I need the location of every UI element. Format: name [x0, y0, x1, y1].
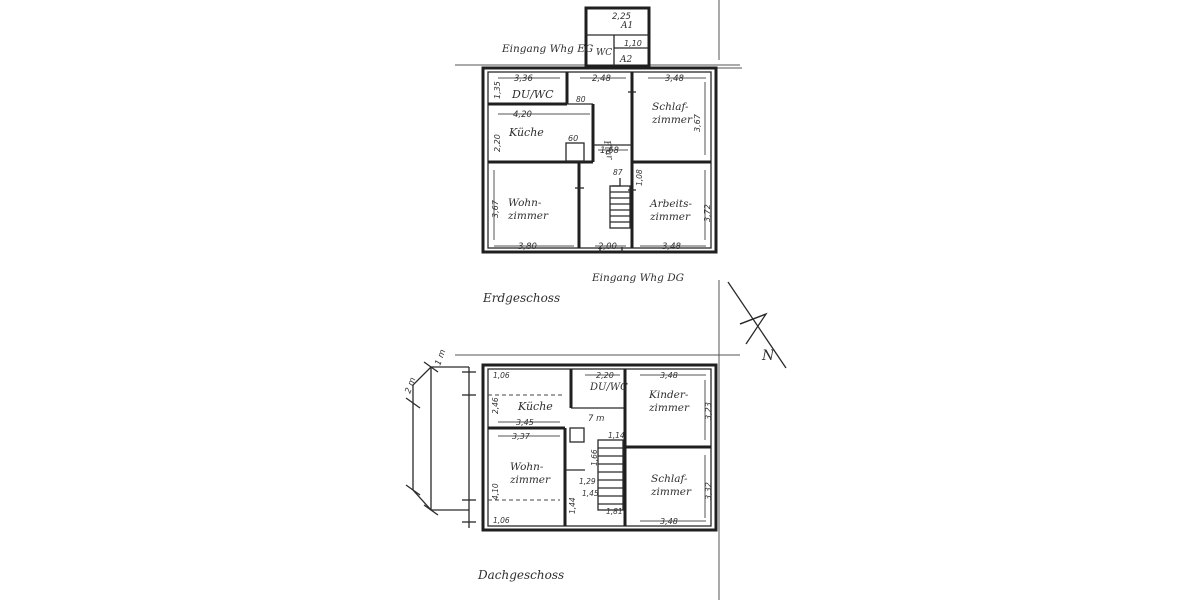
room-a1: A1 — [620, 21, 633, 31]
dim-3-72: 3,72 — [703, 204, 712, 222]
dim-3-45: 3,45 — [516, 418, 534, 427]
attic-room-kueche: Küche — [517, 400, 553, 413]
dim-1-68: 1,68 — [600, 146, 620, 156]
dim-1-06-bottom: 1,06 — [493, 516, 510, 525]
dim-3-67-right: 3,67 — [693, 113, 702, 132]
dim-3-80: 3,80 — [518, 242, 537, 252]
dim-1-29: 1,29 — [579, 477, 596, 486]
room-schlaf-2: zimmer — [651, 114, 693, 126]
dim-2-48: 2,48 — [592, 74, 612, 84]
dim-2-00: 2,00 — [598, 242, 617, 252]
dim-4-10: 4,10 — [491, 483, 500, 500]
room-flur: Flur — [601, 139, 614, 161]
room-a2: A2 — [619, 55, 632, 65]
room-kueche: Küche — [508, 126, 544, 139]
attic-room-kinder-2: zimmer — [648, 402, 690, 414]
attic-outline — [481, 363, 718, 532]
dim-1-08: 1,08 — [635, 169, 644, 186]
dim-3-67-left: 3,67 — [491, 199, 500, 218]
attic-stair — [597, 439, 624, 511]
attic-dormer-outline — [412, 366, 469, 511]
room-wohn-1: Wohn- — [508, 197, 542, 209]
dim-2-20: 2,20 — [493, 134, 502, 152]
north-arrow-label: N — [761, 348, 775, 364]
dim-1-44: 1,44 — [568, 497, 577, 514]
entrance-top-label: Eingang Whg EG — [501, 43, 593, 55]
dim-1-14: 1,14 — [608, 431, 625, 440]
ground-floor-title: Erdgeschoss — [482, 291, 560, 305]
annex-outline — [584, 6, 651, 68]
ground-floor-labels: Eingang Whg EG Eingang Whg DG Erdgeschos… — [482, 12, 712, 305]
attic-room-schlaf-1: Schlaf- — [651, 473, 688, 485]
attic-room-wohn-1: Wohn- — [510, 461, 544, 473]
dim-2-46: 2,46 — [491, 397, 500, 414]
dim-1-81: 1,81 — [606, 507, 623, 516]
entrance-bottom-label: Eingang Whg DG — [591, 272, 684, 284]
attic-room-schlaf-2: zimmer — [650, 486, 692, 498]
dim-1m: 1 m — [433, 348, 448, 367]
dim-1-35: 1,35 — [493, 81, 502, 99]
dim-1-66: 1,66 — [590, 449, 599, 466]
attic-floor-labels: Dachgeschoss Küche DU/WC Kinder- zimmer … — [403, 348, 713, 582]
room-arbeits-1: Arbeits- — [649, 198, 693, 210]
dim-4-20: 4,20 — [513, 110, 532, 120]
dim-1-10: 1,10 — [624, 39, 642, 48]
room-du-wc: DU/WC — [511, 88, 554, 101]
dim-87: 87 — [613, 168, 623, 177]
room-schlaf-1: Schlaf- — [652, 101, 689, 113]
room-arbeits-2: zimmer — [649, 211, 691, 223]
dim-3-37: 3,37 — [512, 432, 531, 441]
dim-3-23: 3,23 — [704, 402, 713, 420]
dim-60: 60 — [568, 134, 578, 143]
dim-attic-2-20: 2,20 — [596, 371, 614, 380]
dim-80: 80 — [576, 95, 586, 104]
attic-room-du-wc: DU/WC — [589, 382, 628, 393]
dim-1-06-top: 1,06 — [493, 371, 510, 380]
attic-room-wohn-2: zimmer — [509, 474, 551, 486]
room-wohn-2: zimmer — [507, 210, 549, 222]
dim-3-48-top: 3,48 — [665, 74, 685, 84]
dim-3-36: 3,36 — [514, 74, 534, 84]
room-wc: WC — [596, 48, 612, 58]
ground-floor-plan — [481, 6, 718, 254]
attic-room-kinder-1: Kinder- — [648, 389, 689, 401]
dim-attic-3-48-bottom: 3,48 — [660, 517, 678, 526]
dim-2m: 2 m — [403, 376, 418, 395]
dim-attic-3-48-top: 3,48 — [660, 371, 678, 380]
north-arrow: N — [727, 281, 787, 369]
dim-2-25: 2,25 — [612, 12, 631, 22]
dim-3-32: 3,32 — [704, 482, 713, 500]
attic-floor-title: Dachgeschoss — [477, 568, 564, 582]
dim-7m: 7 m — [588, 414, 604, 424]
dim-3-48-bottom: 3,48 — [662, 242, 682, 252]
attic-floor-plan — [405, 361, 718, 532]
dim-1-45: 1,45 — [582, 489, 599, 498]
